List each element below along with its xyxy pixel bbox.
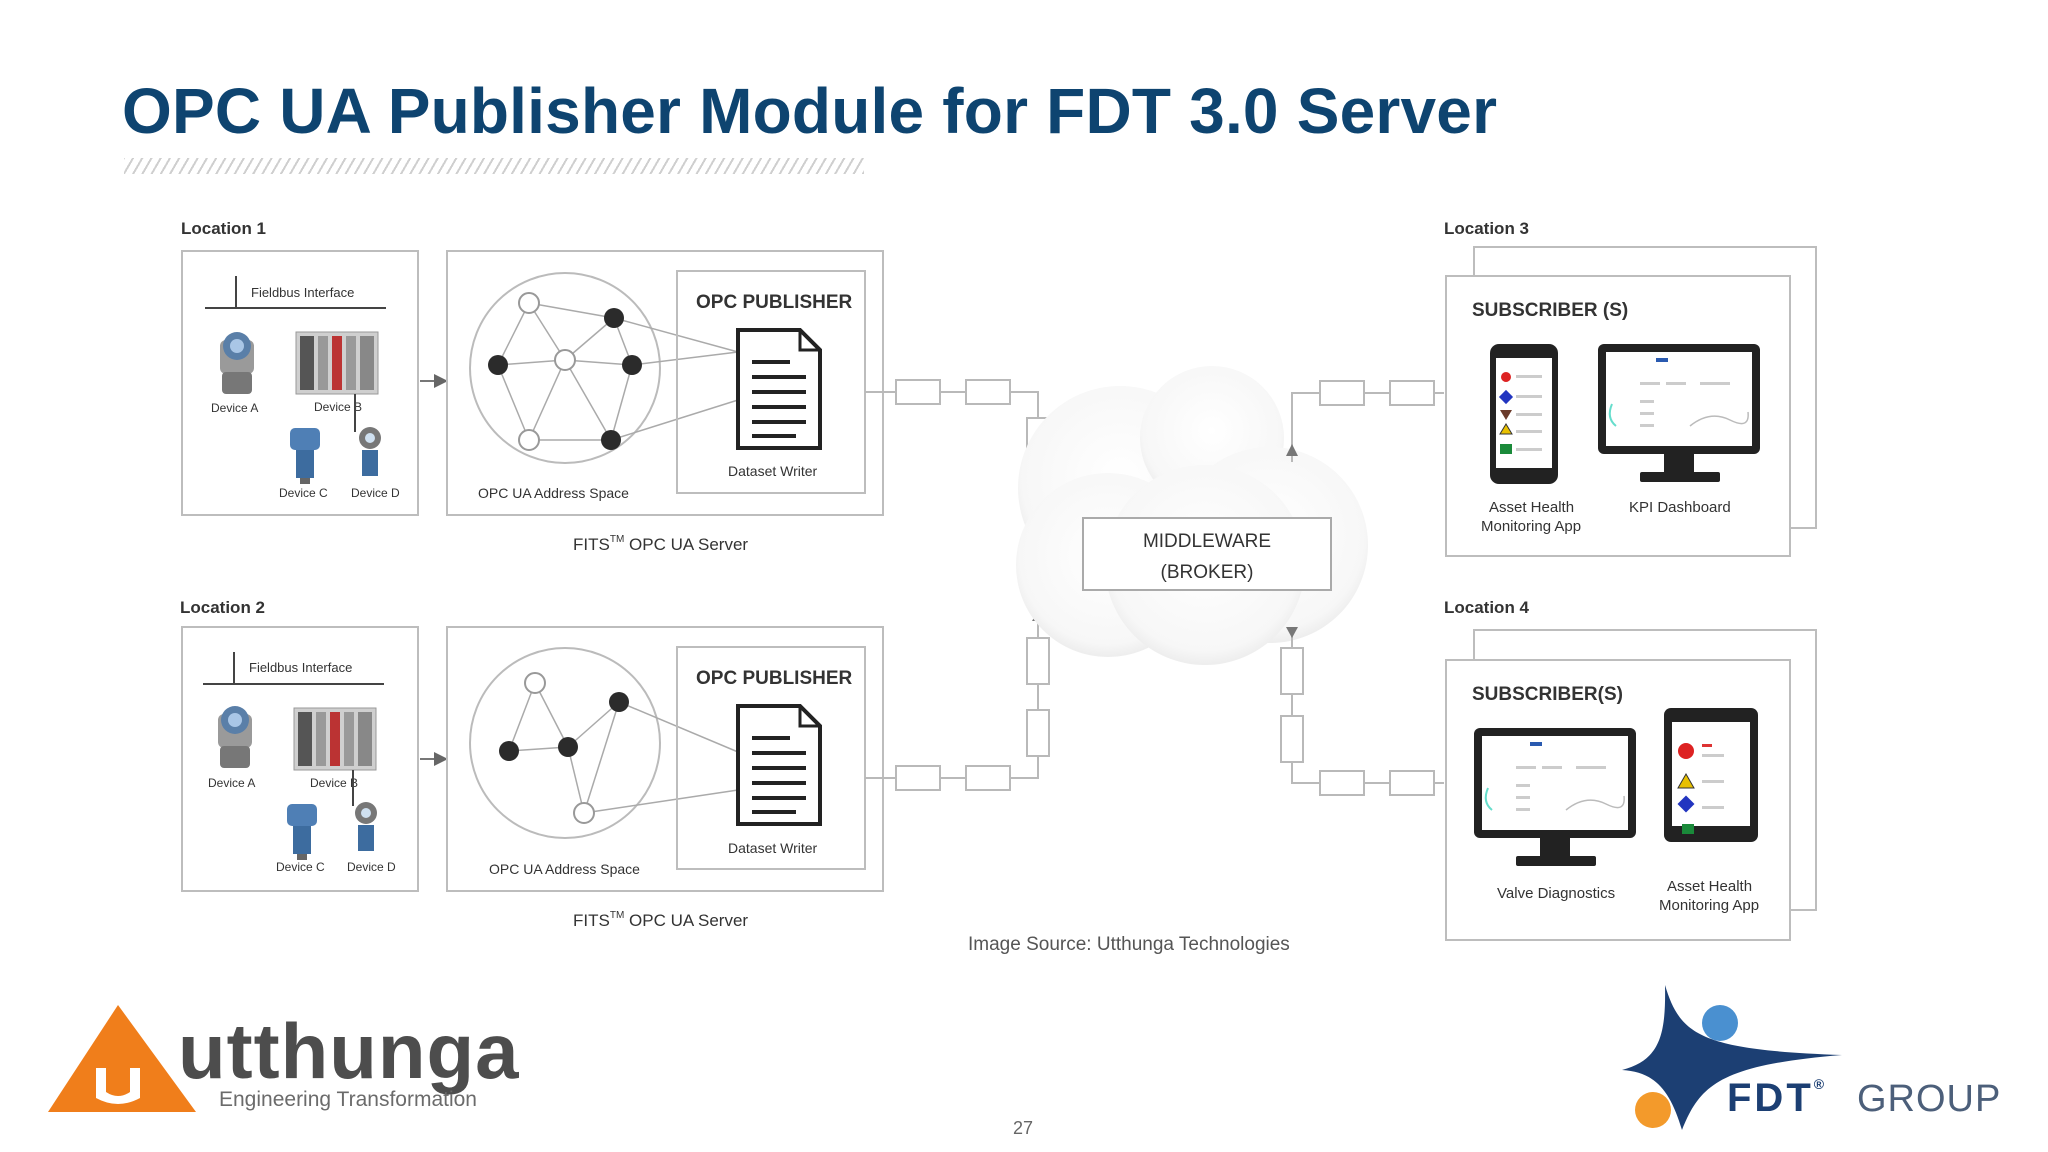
opc-publisher-box-2 <box>676 646 866 870</box>
arrow-down-from-broker <box>1286 627 1298 638</box>
arrow-up-from-broker <box>1286 444 1298 456</box>
device-c-icon <box>290 428 320 484</box>
mobile-phone-icon-3 <box>1490 344 1558 484</box>
device-a-label: Device A <box>211 401 258 415</box>
opc-ua-server-box-1 <box>446 250 884 516</box>
location-1-field-box <box>181 250 419 516</box>
middleware-broker-cloud <box>1016 366 1368 665</box>
location-2-field-box <box>181 626 419 892</box>
opc-publisher-label-1: OPC PUBLISHER <box>696 292 853 313</box>
location-4-label: Location 4 <box>1444 598 1530 617</box>
kpi-dashboard-monitor-icon <box>1598 344 1760 482</box>
device-b-rack-icon-2 <box>293 707 377 771</box>
fieldbus-label-2: Fieldbus Interface <box>249 660 352 675</box>
device-a-label-2: Device A <box>208 776 255 790</box>
fdt-group-logo-mark <box>1622 985 1842 1130</box>
location-2-group: Location 2 Fieldbus Interface Device A D… <box>180 598 884 930</box>
opc-ua-server-label-1: FITSTM OPC UA Server <box>573 534 748 554</box>
device-d-icon <box>359 427 381 476</box>
address-space-circle-2 <box>469 647 661 839</box>
address-space-label-2: OPC UA Address Space <box>489 861 640 877</box>
fdt-logo-wordmark: FDT® <box>1727 1076 1828 1120</box>
dataset-writer-label-2: Dataset Writer <box>728 840 818 856</box>
location-3-back-frame <box>1473 246 1817 529</box>
device-b-label-2: Device B <box>310 776 358 790</box>
valve-diagnostics-monitor-icon <box>1474 728 1636 866</box>
location-4-back-frame <box>1473 629 1817 911</box>
location-3-group: Location 3 SUBSCRIBER (S) Asset Health M… <box>1444 219 1817 557</box>
device-b-label: Device B <box>314 400 362 414</box>
address-space-nodes-1 <box>488 292 642 451</box>
page-number: 27 <box>1013 1118 1034 1138</box>
asset-health-app-label-line1: Asset Health <box>1489 499 1574 516</box>
device-c-icon-2 <box>287 804 317 860</box>
dataset-writer-label-1: Dataset Writer <box>728 463 818 479</box>
kpi-dashboard-label: KPI Dashboard <box>1629 499 1731 516</box>
device-c-label: Device C <box>279 486 328 500</box>
utthunga-logo-tagline: Engineering Transformation <box>219 1088 477 1111</box>
address-space-network-1 <box>497 302 739 441</box>
fieldbus-label-1: Fieldbus Interface <box>251 285 354 300</box>
location-3-label: Location 3 <box>1444 219 1529 238</box>
subscriber-label-3: SUBSCRIBER (S) <box>1472 300 1628 321</box>
broker-label-line1: MIDDLEWARE <box>1143 531 1271 552</box>
device-a-icon <box>220 332 254 394</box>
utthunga-logo-mark <box>48 1005 196 1112</box>
opc-publisher-label-2: OPC PUBLISHER <box>696 668 853 689</box>
address-space-circle-1 <box>469 272 661 464</box>
broker-label-line2: (BROKER) <box>1161 562 1254 583</box>
dataset-writer-document-icon-2 <box>736 704 822 826</box>
device-c-label-2: Device C <box>276 860 325 874</box>
title-underline <box>124 158 864 174</box>
device-d-icon-2 <box>355 802 377 851</box>
asset-health-app-label-4-line1: Asset Health <box>1667 878 1752 895</box>
device-a-icon-2 <box>218 706 252 768</box>
utthunga-logo-wordmark: utthunga <box>178 1007 520 1095</box>
device-d-label: Device D <box>351 486 400 500</box>
fdt-logo-group-text: GROUP <box>1857 1078 2002 1120</box>
valve-diagnostics-label: Valve Diagnostics <box>1497 885 1615 902</box>
location-4-group: Location 4 SUBSCRIBER(S) Valve Diagnosti… <box>1444 598 1817 941</box>
address-space-network-2 <box>508 682 739 814</box>
address-space-label-1: OPC UA Address Space <box>478 485 629 501</box>
broker-to-subscriber-links <box>1280 380 1444 796</box>
slide-title: OPC UA Publisher Module for FDT 3.0 Serv… <box>122 75 1498 147</box>
asset-health-app-label-line2: Monitoring App <box>1481 518 1581 535</box>
location-2-label: Location 2 <box>180 598 265 617</box>
tablet-icon-4 <box>1664 708 1758 842</box>
subscriber-label-4: SUBSCRIBER(S) <box>1472 684 1623 705</box>
opc-ua-server-label-2: FITSTM OPC UA Server <box>573 910 748 930</box>
device-d-label-2: Device D <box>347 860 396 874</box>
opc-ua-server-box-2 <box>446 626 884 892</box>
device-b-rack-icon <box>295 331 379 395</box>
address-space-nodes-2 <box>499 672 629 824</box>
asset-health-app-label-4-line2: Monitoring App <box>1659 897 1759 914</box>
opc-publisher-box-1 <box>676 270 866 494</box>
location-1-group: Location 1 Fieldbus Interface Device A D… <box>181 219 884 554</box>
location-1-label: Location 1 <box>181 219 266 238</box>
image-source-caption: Image Source: Utthunga Technologies <box>968 934 1290 955</box>
dataset-writer-document-icon-1 <box>736 328 822 450</box>
